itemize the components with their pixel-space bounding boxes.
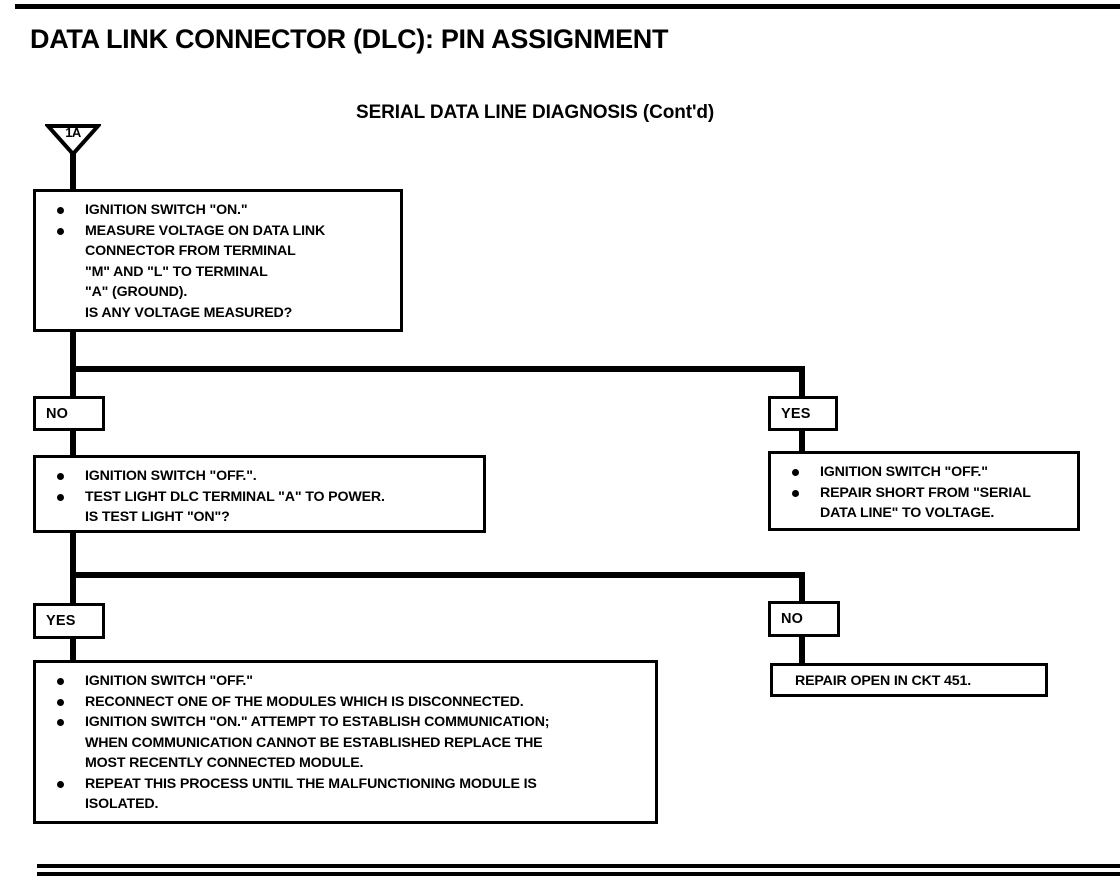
branch2-yes-label: YES (33, 603, 105, 639)
list-item: TEST LIGHT DLC TERMINAL "A" TO POWER. IS… (46, 487, 473, 528)
branch1-left-to-step2 (70, 430, 76, 458)
step2-yes-bullet-list: IGNITION SWITCH "OFF." REPAIR SHORT FROM… (781, 462, 1067, 524)
step3-yes-content: IGNITION SWITCH "OFF." RECONNECT ONE OF … (36, 663, 655, 821)
step1-content: IGNITION SWITCH "ON." MEASURE VOLTAGE ON… (36, 192, 400, 329)
header-rule (15, 4, 1120, 9)
list-item: IGNITION SWITCH "ON." ATTEMPT TO ESTABLI… (46, 712, 645, 774)
step2-no-box: IGNITION SWITCH "OFF.". TEST LIGHT DLC T… (33, 455, 486, 533)
footer-rule-upper (37, 864, 1120, 868)
diagram-subtitle: SERIAL DATA LINE DIAGNOSIS (Cont'd) (356, 102, 715, 123)
step2-yes-box: IGNITION SWITCH "OFF." REPAIR SHORT FROM… (768, 451, 1080, 531)
step3-yes-bullet-list: IGNITION SWITCH "OFF." RECONNECT ONE OF … (46, 671, 645, 815)
branch2-stem (70, 533, 76, 578)
branch2-left-to-step3 (70, 638, 76, 663)
branch1-bar (70, 366, 805, 372)
list-item: IGNITION SWITCH "OFF." (781, 462, 1067, 483)
branch2-right-drop (799, 572, 805, 602)
branch1-stem (70, 332, 76, 372)
branch1-yes-label: YES (768, 396, 838, 431)
page-title: DATA LINK CONNECTOR (DLC): PIN ASSIGNMEN… (30, 24, 669, 54)
branch1-right-drop (799, 366, 805, 398)
list-item: REPEAT THIS PROCESS UNTIL THE MALFUNCTIO… (46, 774, 645, 815)
branch2-bar (70, 572, 805, 578)
footer-rule-lower (37, 872, 1120, 876)
list-item: IGNITION SWITCH "OFF.". (46, 466, 473, 487)
branch1-right-to-step2 (799, 430, 805, 454)
list-item: IGNITION SWITCH "ON." (46, 200, 390, 221)
step2-no-bullet-list: IGNITION SWITCH "OFF.". TEST LIGHT DLC T… (46, 466, 473, 528)
list-item: RECONNECT ONE OF THE MODULES WHICH IS DI… (46, 692, 645, 713)
branch2-left-drop (70, 572, 76, 604)
branch1-no-label: NO (33, 396, 105, 431)
branch2-right-to-step3 (799, 636, 805, 664)
step2-yes-content: IGNITION SWITCH "OFF." REPAIR SHORT FROM… (771, 454, 1077, 530)
branch1-left-drop (70, 366, 76, 398)
step1-bullet-list: IGNITION SWITCH "ON." MEASURE VOLTAGE ON… (46, 200, 390, 323)
inverted-triangle-icon (43, 124, 103, 158)
connector-1a: 1A (43, 123, 103, 158)
list-item: IGNITION SWITCH "OFF." (46, 671, 645, 692)
step3-no-box: REPAIR OPEN IN CKT 451. (770, 663, 1048, 697)
connector-stem (70, 152, 76, 192)
list-item: REPAIR SHORT FROM "SERIAL DATA LINE" TO … (781, 483, 1067, 524)
branch2-no-label: NO (768, 601, 840, 637)
step3-no-text: REPAIR OPEN IN CKT 451. (795, 673, 972, 689)
step3-yes-box: IGNITION SWITCH "OFF." RECONNECT ONE OF … (33, 660, 658, 824)
step1-box: IGNITION SWITCH "ON." MEASURE VOLTAGE ON… (33, 189, 403, 332)
step2-no-content: IGNITION SWITCH "OFF.". TEST LIGHT DLC T… (36, 458, 483, 534)
list-item: MEASURE VOLTAGE ON DATA LINK CONNECTOR F… (46, 221, 390, 324)
connector-label: 1A (65, 125, 81, 140)
